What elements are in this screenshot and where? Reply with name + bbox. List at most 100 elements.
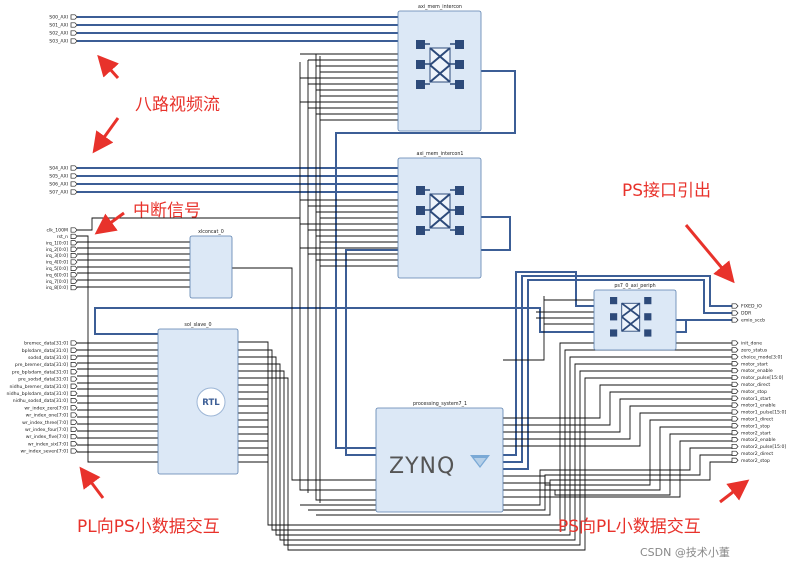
port-arrow-icon[interactable]: [731, 303, 739, 309]
port-arrow-icon[interactable]: [70, 38, 78, 44]
interrupt-input-ports: clk_100Mrst_nirq_1[0:0]irq_2[0:0]irq_3[0…: [46, 227, 78, 291]
port-arrow-icon[interactable]: [70, 165, 78, 171]
port-arrow-icon[interactable]: [731, 340, 739, 346]
port-label: wr_index_six[7:0]: [28, 441, 68, 447]
port-arrow-icon[interactable]: [70, 419, 78, 425]
port-arrow-icon[interactable]: [731, 423, 739, 429]
port-label: irq_3[0:0]: [46, 253, 68, 259]
port-label: motor1_pulse[15:0]: [741, 410, 786, 416]
port-arrow-icon[interactable]: [731, 437, 739, 443]
port-arrow-icon[interactable]: [70, 272, 78, 278]
port-arrow-icon[interactable]: [731, 395, 739, 401]
port-arrow-icon[interactable]: [70, 390, 78, 396]
port-arrow-icon[interactable]: [731, 381, 739, 387]
port-arrow-icon[interactable]: [731, 430, 739, 436]
port-label: irq_8[0:0]: [46, 285, 68, 291]
port-label: pre_sodsd_data[31:0]: [18, 377, 68, 383]
xlconcat-block[interactable]: [189, 235, 233, 299]
crossbar-icon: [416, 40, 464, 89]
port-arrow-icon[interactable]: [731, 457, 739, 463]
crossbar-icon: [416, 186, 464, 235]
port-arrow-icon[interactable]: [70, 259, 78, 265]
port-arrow-icon[interactable]: [70, 383, 78, 389]
port-arrow-icon[interactable]: [731, 443, 739, 450]
port-arrow-icon[interactable]: [70, 434, 78, 440]
port-arrow-icon[interactable]: [70, 354, 78, 360]
port-arrow-icon[interactable]: [70, 347, 78, 353]
port-arrow-icon[interactable]: [731, 368, 739, 374]
port-label: wr_index_one[7:0]: [26, 413, 69, 419]
port-arrow-icon[interactable]: [731, 450, 739, 456]
interconnect-1-title: axi_mem_intercon1: [417, 151, 464, 157]
port-arrow-icon[interactable]: [70, 340, 78, 346]
port-arrow-icon[interactable]: [70, 405, 78, 411]
port-arrow-icon[interactable]: [731, 416, 739, 422]
port-label: clk_100M: [47, 228, 69, 234]
port-arrow-icon[interactable]: [70, 441, 78, 447]
port-arrow-icon[interactable]: [70, 227, 78, 233]
port-arrow-icon[interactable]: [70, 265, 78, 271]
arrow-video-top: [97, 54, 120, 80]
port-label: S01_AXI: [49, 23, 68, 29]
port-arrow-icon[interactable]: [70, 426, 78, 432]
port-arrow-icon[interactable]: [70, 14, 78, 20]
port-arrow-icon[interactable]: [70, 376, 78, 382]
annotation-video-stream: 八路视频流: [135, 95, 220, 115]
port-arrow-icon[interactable]: [731, 317, 739, 323]
annotation-pl-to-ps: PL向PS小数据交互: [77, 517, 220, 537]
port-arrow-icon[interactable]: [70, 369, 78, 375]
port-arrow-icon[interactable]: [70, 398, 78, 404]
port-arrow-icon[interactable]: [731, 310, 739, 316]
zynq-processing-system-block[interactable]: ZYNQ: [375, 407, 504, 513]
port-arrow-icon[interactable]: [731, 347, 739, 353]
port-arrow-icon[interactable]: [70, 173, 78, 179]
port-arrow-icon[interactable]: [70, 253, 78, 259]
port-label: motor2_stop: [741, 458, 770, 464]
port-label: S05_AXI: [49, 174, 68, 180]
port-label: motor_enable: [741, 368, 773, 374]
annotation-ps-interface: PS接口引出: [622, 181, 711, 201]
port-arrow-icon[interactable]: [70, 246, 78, 252]
axi-interconnect-1-block[interactable]: [397, 157, 482, 279]
port-label: zero_status: [741, 348, 768, 354]
annotation-interrupt: 中断信号: [133, 201, 201, 221]
port-arrow-icon[interactable]: [731, 409, 739, 415]
port-label: S04_AXI: [49, 166, 68, 172]
port-arrow-icon[interactable]: [731, 388, 739, 394]
port-label: rst_n: [57, 234, 68, 240]
port-label: motor2_pulse[15:0]: [741, 444, 786, 450]
port-label: nidhu_bremer_data[31:0]: [10, 384, 69, 390]
port-arrow-icon[interactable]: [70, 285, 78, 291]
port-arrow-icon[interactable]: [70, 412, 78, 418]
port-arrow-icon[interactable]: [70, 30, 78, 36]
port-arrow-icon[interactable]: [70, 240, 78, 246]
port-label: motor2_enable: [741, 437, 776, 443]
zynq-logo-text: ZYNQ: [389, 454, 455, 479]
port-arrow-icon[interactable]: [731, 402, 739, 408]
port-label: motor2_start: [741, 430, 771, 436]
port-arrow-icon[interactable]: [70, 189, 78, 195]
axi-interconnect-0-block[interactable]: [397, 10, 482, 132]
sol-slave-block[interactable]: RTL: [157, 328, 239, 475]
port-arrow-icon[interactable]: [70, 362, 78, 368]
port-arrow-icon[interactable]: [70, 22, 78, 28]
port-arrow-icon[interactable]: [731, 374, 739, 381]
port-arrow-icon[interactable]: [70, 448, 78, 454]
port-arrow-icon[interactable]: [731, 361, 739, 367]
port-label: nidhu_sodsd_data[31:0]: [13, 398, 68, 404]
ps7-axi-periph-block[interactable]: [593, 289, 677, 351]
interconnect-0-title: axi_mem_intercon: [418, 4, 462, 10]
port-label: wr_index_zero[7:0]: [24, 405, 68, 411]
zynq-logo-icon: ZYNQ: [389, 454, 490, 479]
port-label: choice_mode[3:0]: [741, 354, 782, 360]
port-arrow-icon[interactable]: [70, 181, 78, 187]
port-label: irq_5[0:0]: [46, 266, 68, 272]
port-arrow-icon[interactable]: [70, 278, 78, 284]
port-label: motor1_direct: [741, 417, 773, 423]
port-arrow-icon[interactable]: [731, 354, 739, 360]
port-arrow-icon[interactable]: [70, 233, 78, 239]
ps7-periph-title: ps7_0_axi_periph: [614, 283, 655, 289]
